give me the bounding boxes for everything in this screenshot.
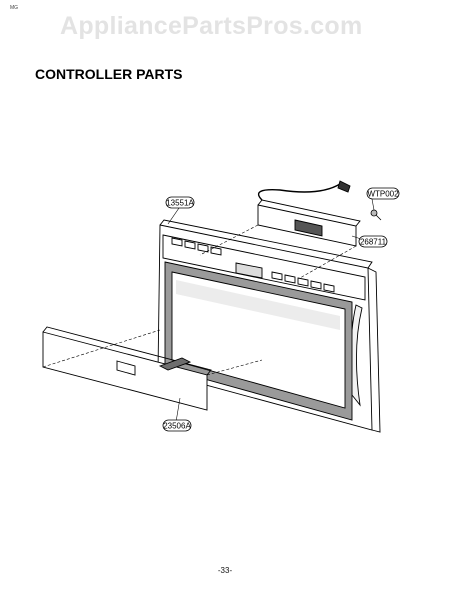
window-glass [171,271,346,409]
page-number: -33- [217,566,233,575]
control-strip [162,234,366,301]
controller-frame-assembly [157,219,381,433]
callout-23506A: 23506A [162,419,191,432]
exploded-view-guide-lines [42,224,357,376]
callout-WTP002: WTP002 [366,187,400,200]
flex-ribbon-cable [158,357,192,371]
callout-label: 268711 [360,238,387,247]
window-reflection [176,280,340,330]
page-title: CONTROLLER PARTS [35,66,183,82]
control-panel-overlay [42,326,212,411]
left-button-group [171,237,222,256]
callout-label: 23506A [163,422,191,431]
callout-label: 13551A [166,199,194,208]
pcb-assembly [257,180,361,247]
callout-label: WTP002 [367,190,399,199]
pcb-connector [294,219,323,237]
control-display [235,262,263,279]
pcb-board-edge [257,199,361,227]
callout-13551A: 13551A [165,196,194,209]
frame-right-side [367,267,381,433]
site-watermark: AppliancePartsPros.com [60,12,363,40]
panel-top-edge [42,326,212,376]
document-reference-code: MG [10,5,19,11]
wire-harness [257,183,341,201]
panel-display-window [116,360,136,376]
screw-part [370,209,382,221]
callout-268711: 268711 [358,235,388,248]
wire-connector [337,180,351,193]
frame-top-edge [159,219,373,269]
right-button-group [271,271,335,293]
